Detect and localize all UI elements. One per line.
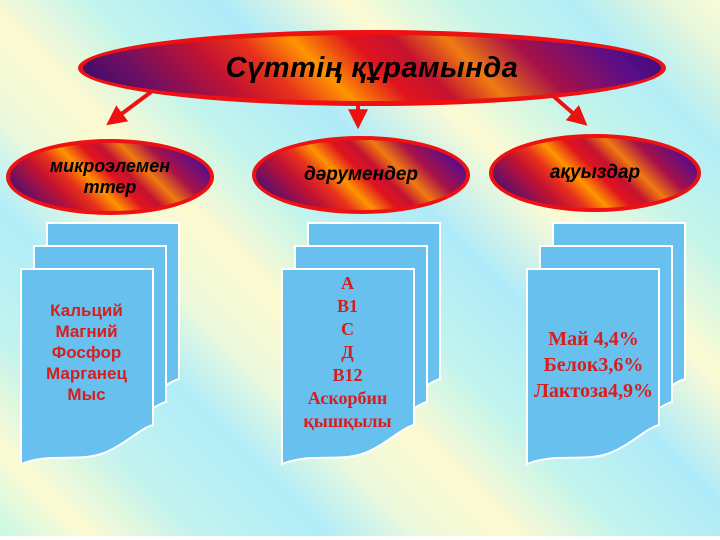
slide-title: Сүттің құрамында (225, 51, 519, 84)
list-item: Аскорбин (307, 388, 388, 408)
list-item: В12 (332, 365, 363, 385)
proteins-ellipse: ақуыздар (489, 134, 701, 212)
list-item: Магний (55, 322, 118, 341)
microelements-label-line2: ттер (83, 177, 137, 197)
microelements-label-line1: микроэлемен (49, 156, 171, 177)
proteins-list: Май 4,4% Белок3,6% Лактоза4,9% (521, 326, 666, 404)
list-item: В1 (336, 296, 358, 316)
vitamins-list: А В1 С Д В12 Аскорбин қышқылы (280, 272, 415, 433)
list-item: Д (341, 342, 354, 362)
arrow-to-microelements-icon (106, 90, 153, 126)
arrow-to-proteins-icon (550, 93, 588, 126)
list-item: С (341, 319, 354, 339)
list-item: Мыс (67, 385, 106, 404)
microelements-page-front (20, 268, 154, 466)
list-item: Лактоза4,9% (533, 380, 654, 402)
list-item: Марганец (46, 364, 127, 383)
list-item: Белок3,6% (543, 354, 644, 376)
proteins-label: ақуыздар (549, 162, 641, 184)
list-item: А (341, 273, 354, 293)
main-topic-ellipse: Сүттің құрамында (78, 30, 666, 106)
list-item: Фосфор (51, 343, 122, 362)
vitamins-page-front (281, 268, 415, 466)
list-item: Май 4,4% (548, 328, 639, 350)
list-item: қышқылы (303, 411, 392, 431)
microelements-ellipse: микроэлемен ттер (6, 139, 214, 215)
vitamins-label: дәрумендер (303, 164, 418, 186)
proteins-page-front (526, 268, 660, 466)
vitamins-ellipse: дәрумендер (252, 136, 470, 214)
microelements-list: Кальций Магний Фосфор Марганец Мыс (19, 300, 154, 405)
list-item: Кальций (50, 301, 123, 320)
slide-bottom-margin (0, 536, 720, 540)
